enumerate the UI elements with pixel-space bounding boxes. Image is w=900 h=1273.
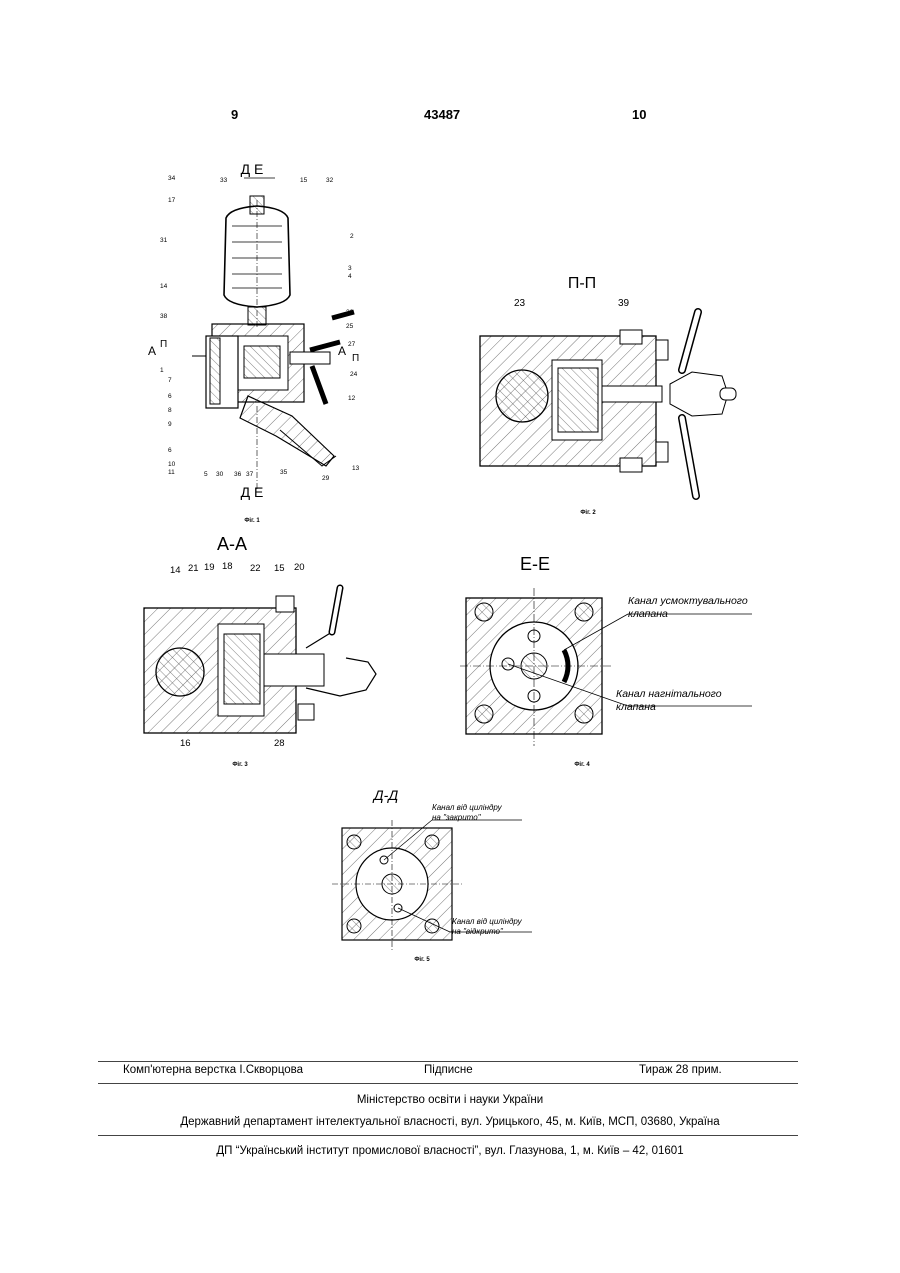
- footer-rule-1: [98, 1061, 798, 1062]
- fig5-label-open-2: на "відкрито": [452, 927, 504, 936]
- fig1-cut-right-p: П: [352, 353, 359, 364]
- fig3-callout-19: 19: [204, 562, 215, 573]
- fig1-callout: 5: [204, 471, 208, 478]
- fig1-callout: 35: [280, 469, 288, 476]
- fig1-callout: 1: [160, 367, 164, 374]
- footer-rule-3: [98, 1135, 798, 1136]
- fig1-callout: 15: [300, 177, 308, 184]
- fig1-callout: 25: [346, 323, 354, 330]
- fig2-callout-39: 39: [618, 298, 630, 309]
- fig3-callout-28: 28: [274, 738, 285, 749]
- figure-5: Д-Д Канал від циліндру на "закрито" Кана…: [322, 780, 562, 965]
- fig1-callout: 38: [160, 313, 168, 320]
- footer-department: Державний департамент інтелектуальної вл…: [0, 1116, 900, 1128]
- fig5-label-open-1: Канал від циліндру: [452, 917, 523, 926]
- fig3-callout-15: 15: [274, 563, 285, 574]
- fig1-callout: 26: [346, 309, 354, 316]
- fig1-callout: 29: [322, 475, 330, 482]
- fig5-section: Д-Д: [372, 787, 399, 803]
- patent-number: 43487: [424, 107, 460, 122]
- fig1-caption: Фіг. 1: [244, 518, 260, 524]
- fig1-callout: 6: [168, 447, 172, 454]
- fig1-section-top: Д Е: [241, 161, 264, 177]
- fig1-callout: 24: [350, 371, 358, 378]
- fig1-callout: 33: [220, 177, 228, 184]
- page-number-left: 9: [231, 107, 238, 122]
- fig3-callout-21: 21: [188, 563, 199, 574]
- fig1-callout: 34: [168, 175, 176, 182]
- fig1-callout: 6: [168, 393, 172, 400]
- figure-3: А-А 14 21 19 18 22 15 20 16 28 Фіг. 3: [136, 528, 391, 773]
- fig1-callout: 27: [348, 341, 356, 348]
- fig3-caption: Фіг. 3: [232, 762, 248, 768]
- fig2-callout-23: 23: [514, 298, 526, 309]
- footer-signed: Підписне: [424, 1064, 473, 1076]
- fig1-callout: 14: [160, 283, 168, 290]
- fig1-callout: 30: [216, 471, 224, 478]
- fig2-section: П-П: [568, 275, 596, 292]
- fig1-callout: 10: [168, 461, 176, 468]
- fig1-callout: 32: [326, 177, 334, 184]
- footer-ministry: Міністерство освіти і науки України: [0, 1094, 900, 1106]
- fig4-label-discharge-2: клапана: [616, 701, 656, 713]
- fig4-label-suction-2: клапана: [628, 608, 668, 620]
- figure-2: П-П 23 39 Фіг. 2: [470, 268, 760, 518]
- fig1-cut-left: А: [148, 344, 156, 358]
- fig4-caption: Фіг. 4: [574, 762, 590, 768]
- fig4-section: Е-Е: [520, 554, 550, 574]
- fig3-callout-20: 20: [294, 562, 305, 573]
- figure-1: Д Е А П А П Д Е Фіг. 1 34331532173123414…: [140, 160, 370, 525]
- page-number-right: 10: [632, 107, 646, 122]
- footer-typesetting: Комп'ютерна верстка І.Скворцова: [123, 1064, 303, 1076]
- footer-circulation: Тираж 28 прим.: [639, 1064, 722, 1076]
- fig1-callout: 11: [168, 469, 175, 476]
- fig4-label-discharge-1: Канал нагнітального: [616, 688, 722, 700]
- fig1-callout: 17: [168, 197, 176, 204]
- fig1-section-bottom: Д Е: [241, 484, 264, 500]
- fig3-callout-18: 18: [222, 561, 233, 572]
- fig1-callout: 36: [234, 471, 242, 478]
- fig1-callout: 7: [168, 377, 172, 384]
- footer-institute: ДП “Український інститут промислової вла…: [0, 1145, 900, 1157]
- fig1-callout: 31: [160, 237, 168, 244]
- fig3-section: А-А: [217, 534, 247, 554]
- fig4-label-suction-1: Канал усмоктувального: [628, 595, 748, 607]
- fig1-callout: 2: [350, 233, 354, 240]
- fig1-cut-left-p: П: [160, 339, 167, 350]
- figure-4: Е-Е Канал усмоктувального клапана Канал …: [452, 540, 782, 772]
- fig1-callout: 12: [348, 395, 356, 402]
- fig3-callout-16: 16: [180, 738, 191, 749]
- fig3-callout-22: 22: [250, 563, 261, 574]
- fig5-label-closed-2: на "закрито": [432, 813, 482, 822]
- fig5-label-closed-1: Канал від циліндру: [432, 803, 503, 812]
- fig1-callout: 9: [168, 421, 172, 428]
- fig2-caption: Фіг. 2: [580, 510, 596, 516]
- fig5-caption: Фіг. 5: [414, 957, 430, 963]
- fig1-callout: 4: [348, 273, 352, 280]
- footer-rule-2: [98, 1083, 798, 1084]
- fig3-callout-14: 14: [170, 565, 181, 576]
- fig1-callout: 13: [352, 465, 360, 472]
- fig1-callout: 3: [348, 265, 352, 272]
- fig1-callout: 37: [246, 471, 254, 478]
- fig1-callout: 8: [168, 407, 172, 414]
- fig1-cut-right: А: [338, 344, 346, 358]
